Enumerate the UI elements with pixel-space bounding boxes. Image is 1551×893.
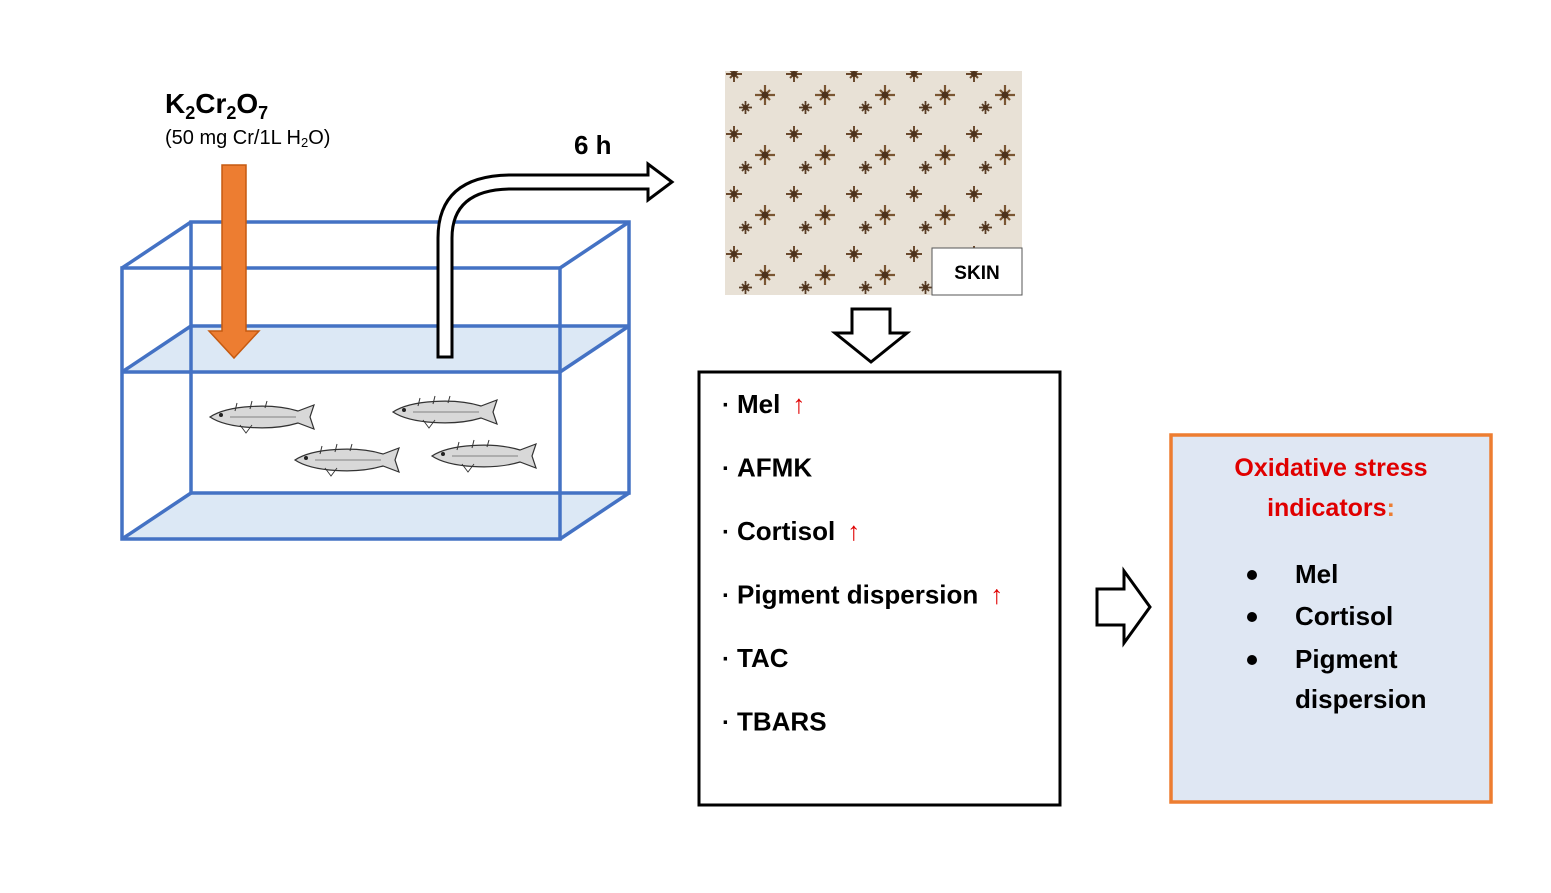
indicator-title-line2: indicators: (1267, 494, 1395, 522)
indicator-box (1169, 433, 1493, 804)
measurement-item: TAC (737, 643, 789, 673)
skin-label-box (931, 247, 1023, 296)
measurement-bullet: · (722, 710, 730, 737)
indicator-item: Pigment (1295, 644, 1398, 674)
fish-2 (392, 395, 498, 429)
measurement-bullet: · (722, 646, 730, 673)
measurement-item: TBARS (737, 707, 827, 737)
chemical-arrow-icon (207, 164, 261, 360)
measurement-bullet: · (722, 583, 730, 610)
measurement-bullet: · (722, 456, 730, 483)
increase-arrow-icon: ↑ (847, 516, 860, 546)
increase-arrow-icon: ↑ (990, 580, 1003, 610)
increase-arrow-icon: ↑ (792, 389, 805, 419)
aquarium-tank (120, 220, 631, 541)
skin-label: SKIN (954, 263, 999, 284)
measurement-list: · Mel↑ · AFMK · Cortisol↑ · Pigment dispersion↑… (722, 389, 1003, 737)
bullet-icon (1247, 570, 1257, 580)
fish-3 (294, 443, 400, 477)
chemical-formula: K2Cr2O7 (165, 88, 268, 123)
right-arrow-icon (1095, 566, 1152, 648)
indicator-item: Cortisol (1295, 601, 1393, 631)
measurement-bullet: · (722, 392, 730, 419)
measurement-item: Cortisol↑ (737, 516, 860, 546)
down-arrow-icon (830, 307, 912, 364)
measurement-bullet: · (722, 519, 730, 546)
bullet-icon (1247, 655, 1257, 665)
measurement-box (697, 370, 1062, 807)
bullet-icon (1247, 612, 1257, 622)
indicator-item: Mel (1295, 559, 1338, 589)
measurement-item: AFMK (737, 453, 812, 483)
tank-bottom-fill (122, 493, 629, 539)
water-surface (122, 326, 629, 372)
indicator-title-line1: Oxidative stress (1234, 454, 1427, 482)
chemical-dose: (50 mg Cr/1L H2O) (165, 127, 330, 150)
indicator-item: dispersion (1295, 684, 1426, 714)
fish-4 (431, 439, 537, 473)
measurement-item: Mel↑ (737, 389, 805, 419)
time-label: 6 h (574, 130, 612, 160)
measurement-item: Pigment dispersion↑ (737, 580, 1003, 610)
sampling-arrow-icon (436, 161, 675, 359)
fish-1 (209, 400, 315, 434)
